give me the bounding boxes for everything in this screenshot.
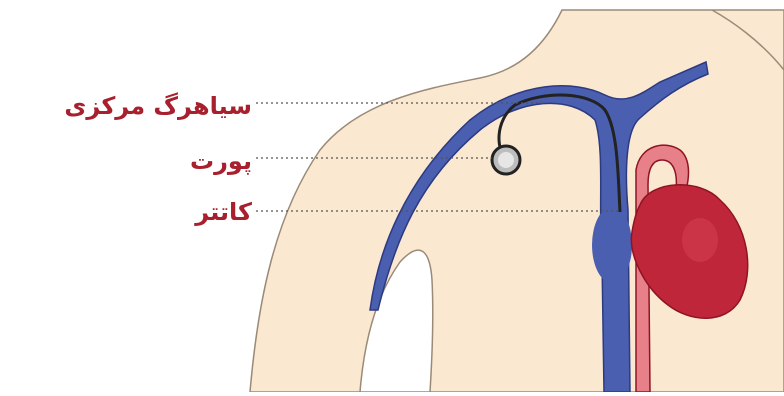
label-port: پورت	[150, 149, 252, 173]
port-center	[498, 152, 514, 168]
label-catheter: کاتتر	[150, 200, 252, 224]
label-central-vein: سیاهرگ مرکزی	[40, 94, 252, 118]
superior-vena-cava	[592, 207, 632, 283]
heart-highlight	[682, 218, 718, 262]
